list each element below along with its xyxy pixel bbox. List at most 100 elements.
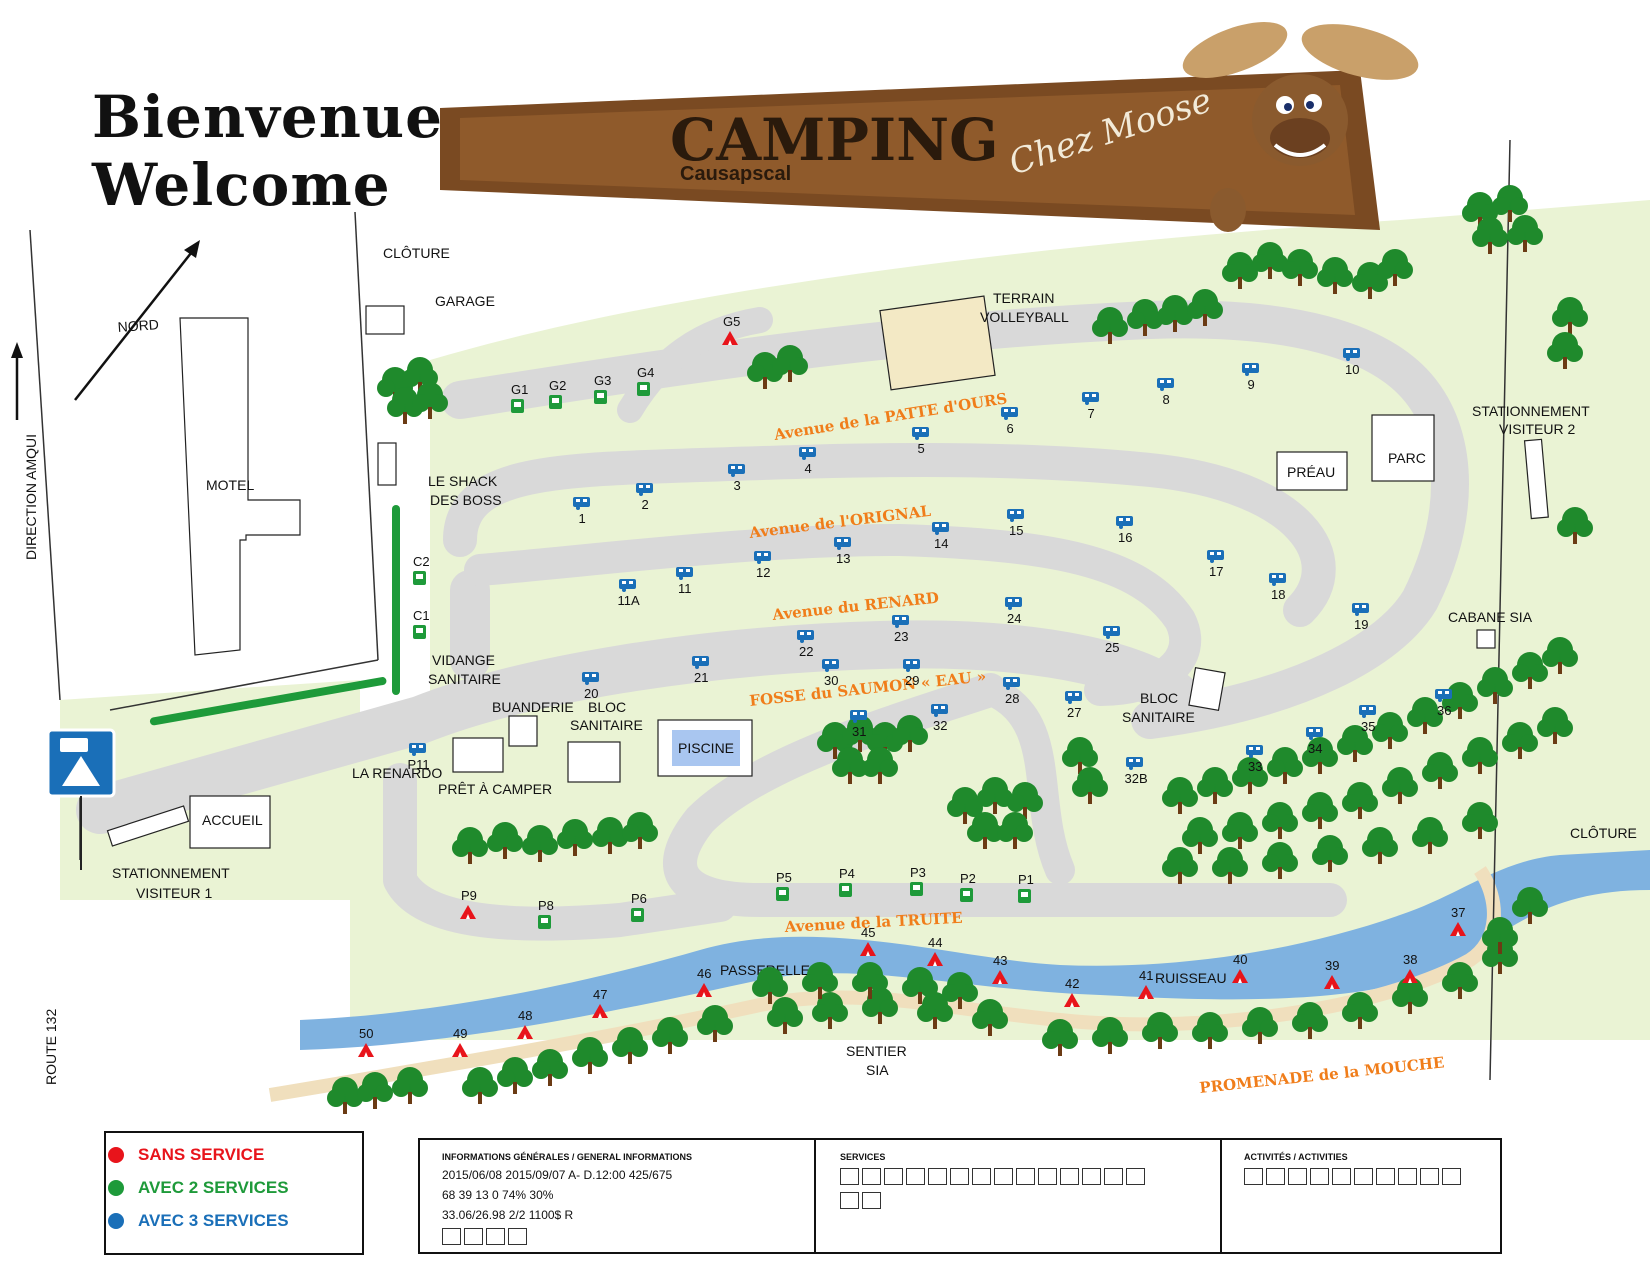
campsite-6: 6 xyxy=(1001,407,1018,436)
campsite-label: 11A xyxy=(618,593,640,608)
campsite-label: 31 xyxy=(852,724,866,739)
service-icon-14 xyxy=(1126,1168,1145,1185)
accueil-building xyxy=(189,795,271,849)
campsite-label: 47 xyxy=(593,987,607,1002)
campsite-label: 34 xyxy=(1308,741,1322,756)
activity-icon-10 xyxy=(1442,1168,1461,1185)
service-icon-1 xyxy=(840,1168,859,1185)
campsite-23: 23 xyxy=(892,615,909,644)
campsite-label: 21 xyxy=(694,670,708,685)
legend-blue-label: AVEC 3 SERVICES xyxy=(138,1211,289,1230)
pool xyxy=(657,719,753,777)
campsite-p5: P5 xyxy=(776,870,792,901)
campsite-18: 18 xyxy=(1269,573,1286,602)
campsite-label: 29 xyxy=(905,673,919,688)
service-icon-9 xyxy=(1016,1168,1035,1185)
sentier-label-1: SENTIER xyxy=(846,1043,907,1059)
campsite-label: 17 xyxy=(1209,564,1223,579)
motel-building xyxy=(179,317,301,656)
garage-label: GARAGE xyxy=(435,293,495,309)
campsite-label: 46 xyxy=(697,966,711,981)
campsite-label: 32 xyxy=(933,718,947,733)
activity-icon-1 xyxy=(1244,1168,1263,1185)
service-icon-8 xyxy=(994,1168,1013,1185)
campsite-p4: P4 xyxy=(839,866,855,897)
campsite-12: 12 xyxy=(754,551,771,580)
campsite-label: 36 xyxy=(1437,703,1451,718)
terrain-label-2: VOLLEYBALL xyxy=(980,309,1069,325)
campsite-p8: P8 xyxy=(538,898,554,929)
legend-red-label: SANS SERVICE xyxy=(138,1145,265,1164)
campsite-label: 30 xyxy=(824,673,838,688)
campsite-11: 11 xyxy=(676,567,693,596)
campsite-label: 12 xyxy=(756,565,770,580)
cloture-right-label: CLÔTURE xyxy=(1570,825,1637,841)
activity-icon-4 xyxy=(1310,1168,1329,1185)
campsite-label: 20 xyxy=(584,686,598,701)
legend-red: SANS SERVICE xyxy=(108,1145,265,1165)
shack-building xyxy=(377,442,397,486)
welcome-fr: Bienvenue xyxy=(92,83,443,151)
parc-label: PARC xyxy=(1388,450,1426,466)
services-title: SERVICES xyxy=(840,1152,886,1162)
campsite-label: 22 xyxy=(799,644,813,659)
campsite-label: 18 xyxy=(1271,587,1285,602)
info-icon-4 xyxy=(508,1228,527,1245)
campsite-label: 9 xyxy=(1248,377,1255,392)
hedge xyxy=(149,505,400,726)
campsite-28: 28 xyxy=(1003,677,1020,706)
campsite-label: 32B xyxy=(1125,771,1148,786)
stationnement1-label-2: VISITEUR 1 xyxy=(136,885,212,901)
campsite-label: 7 xyxy=(1088,406,1095,421)
activities-title: ACTIVITÉS / ACTIVITIES xyxy=(1244,1152,1348,1162)
campsite-21: 21 xyxy=(692,656,709,685)
rv-icon xyxy=(637,382,650,396)
campsite-43: 43 xyxy=(992,953,1008,984)
campsite-label: 3 xyxy=(734,478,741,493)
campsite-38: 38 xyxy=(1402,952,1418,983)
north-arrow xyxy=(11,240,200,420)
shack-label-2: DES BOSS xyxy=(430,492,502,508)
campsite-label: 6 xyxy=(1007,421,1014,436)
stationnement1-label-1: STATIONNEMENT xyxy=(112,865,230,881)
campsite-20: 20 xyxy=(582,672,599,701)
activity-icon-5 xyxy=(1332,1168,1351,1185)
campsite-label: 1 xyxy=(579,511,586,526)
sentier-label-2: SIA xyxy=(866,1062,889,1078)
service-icon-16 xyxy=(862,1192,881,1209)
rv-icon xyxy=(910,882,923,896)
rv-icon xyxy=(549,395,562,409)
service-icon-6 xyxy=(950,1168,969,1185)
legend-blue: AVEC 3 SERVICES xyxy=(108,1211,289,1231)
campsite-11a: 11A xyxy=(618,579,640,608)
campsite-16: 16 xyxy=(1116,516,1133,545)
bloc-sanitaire-1 xyxy=(1188,666,1226,712)
campsite-label: 23 xyxy=(894,629,908,644)
rv-icon xyxy=(631,908,644,922)
info-panel: INFORMATIONS GÉNÉRALES / GENERAL INFORMA… xyxy=(418,1138,1502,1254)
campsite-46: 46 xyxy=(696,966,712,997)
garage-building xyxy=(365,305,405,335)
camping-sign: CAMPING Causapscal Chez Moose xyxy=(440,22,1419,232)
services-icons-row-1 xyxy=(840,1168,1145,1185)
campsite-label: 42 xyxy=(1065,976,1079,991)
rv-icon xyxy=(413,571,426,585)
info-line-3: 33.06/26.98 2/2 1100$ R xyxy=(442,1208,574,1222)
stationnement2-label-1: STATIONNEMENT xyxy=(1472,403,1590,419)
bloc1-label-2: SANITAIRE xyxy=(1122,709,1195,725)
legend-green-label: AVEC 2 SERVICES xyxy=(138,1178,289,1197)
campsite-41: 41 xyxy=(1138,968,1154,999)
bloc2-label-1: BLOC xyxy=(588,699,626,715)
general-info-section: INFORMATIONS GÉNÉRALES / GENERAL INFORMA… xyxy=(420,1140,816,1252)
service-icon-4 xyxy=(906,1168,925,1185)
service-icon-2 xyxy=(862,1168,881,1185)
campsite-label: 33 xyxy=(1248,759,1262,774)
bloc2-label-2: SANITAIRE xyxy=(570,717,643,733)
campsite-22: 22 xyxy=(797,630,814,659)
activities-section: ACTIVITÉS / ACTIVITIES xyxy=(1222,1140,1498,1252)
campsite-label: G5 xyxy=(723,314,740,329)
preau-label: PRÉAU xyxy=(1287,464,1335,480)
route-132-label: ROUTE 132 xyxy=(43,1009,59,1085)
parc-area xyxy=(1371,414,1435,482)
campsite-label: G4 xyxy=(637,365,654,380)
